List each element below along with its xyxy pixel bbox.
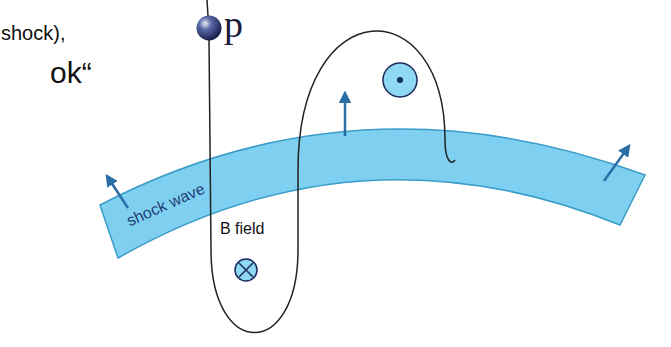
field-label: B field: [220, 220, 264, 238]
shock-normal-arrow: [344, 93, 347, 136]
field-out-symbol: [383, 63, 417, 97]
shock-band-fill: [100, 129, 645, 258]
field-in-symbol: [235, 259, 257, 281]
field-out-dot: [397, 77, 403, 83]
particle-label: p: [224, 4, 243, 46]
shock-band: shock wave: [95, 60, 655, 270]
proton-ball: [197, 16, 222, 41]
slide-text: shock),: [1, 22, 65, 44]
field-in-cross: [239, 263, 253, 277]
shock-band-shape: [95, 60, 655, 270]
slide-text: ok“: [50, 56, 92, 89]
track-line: [207, 0, 208, 16]
